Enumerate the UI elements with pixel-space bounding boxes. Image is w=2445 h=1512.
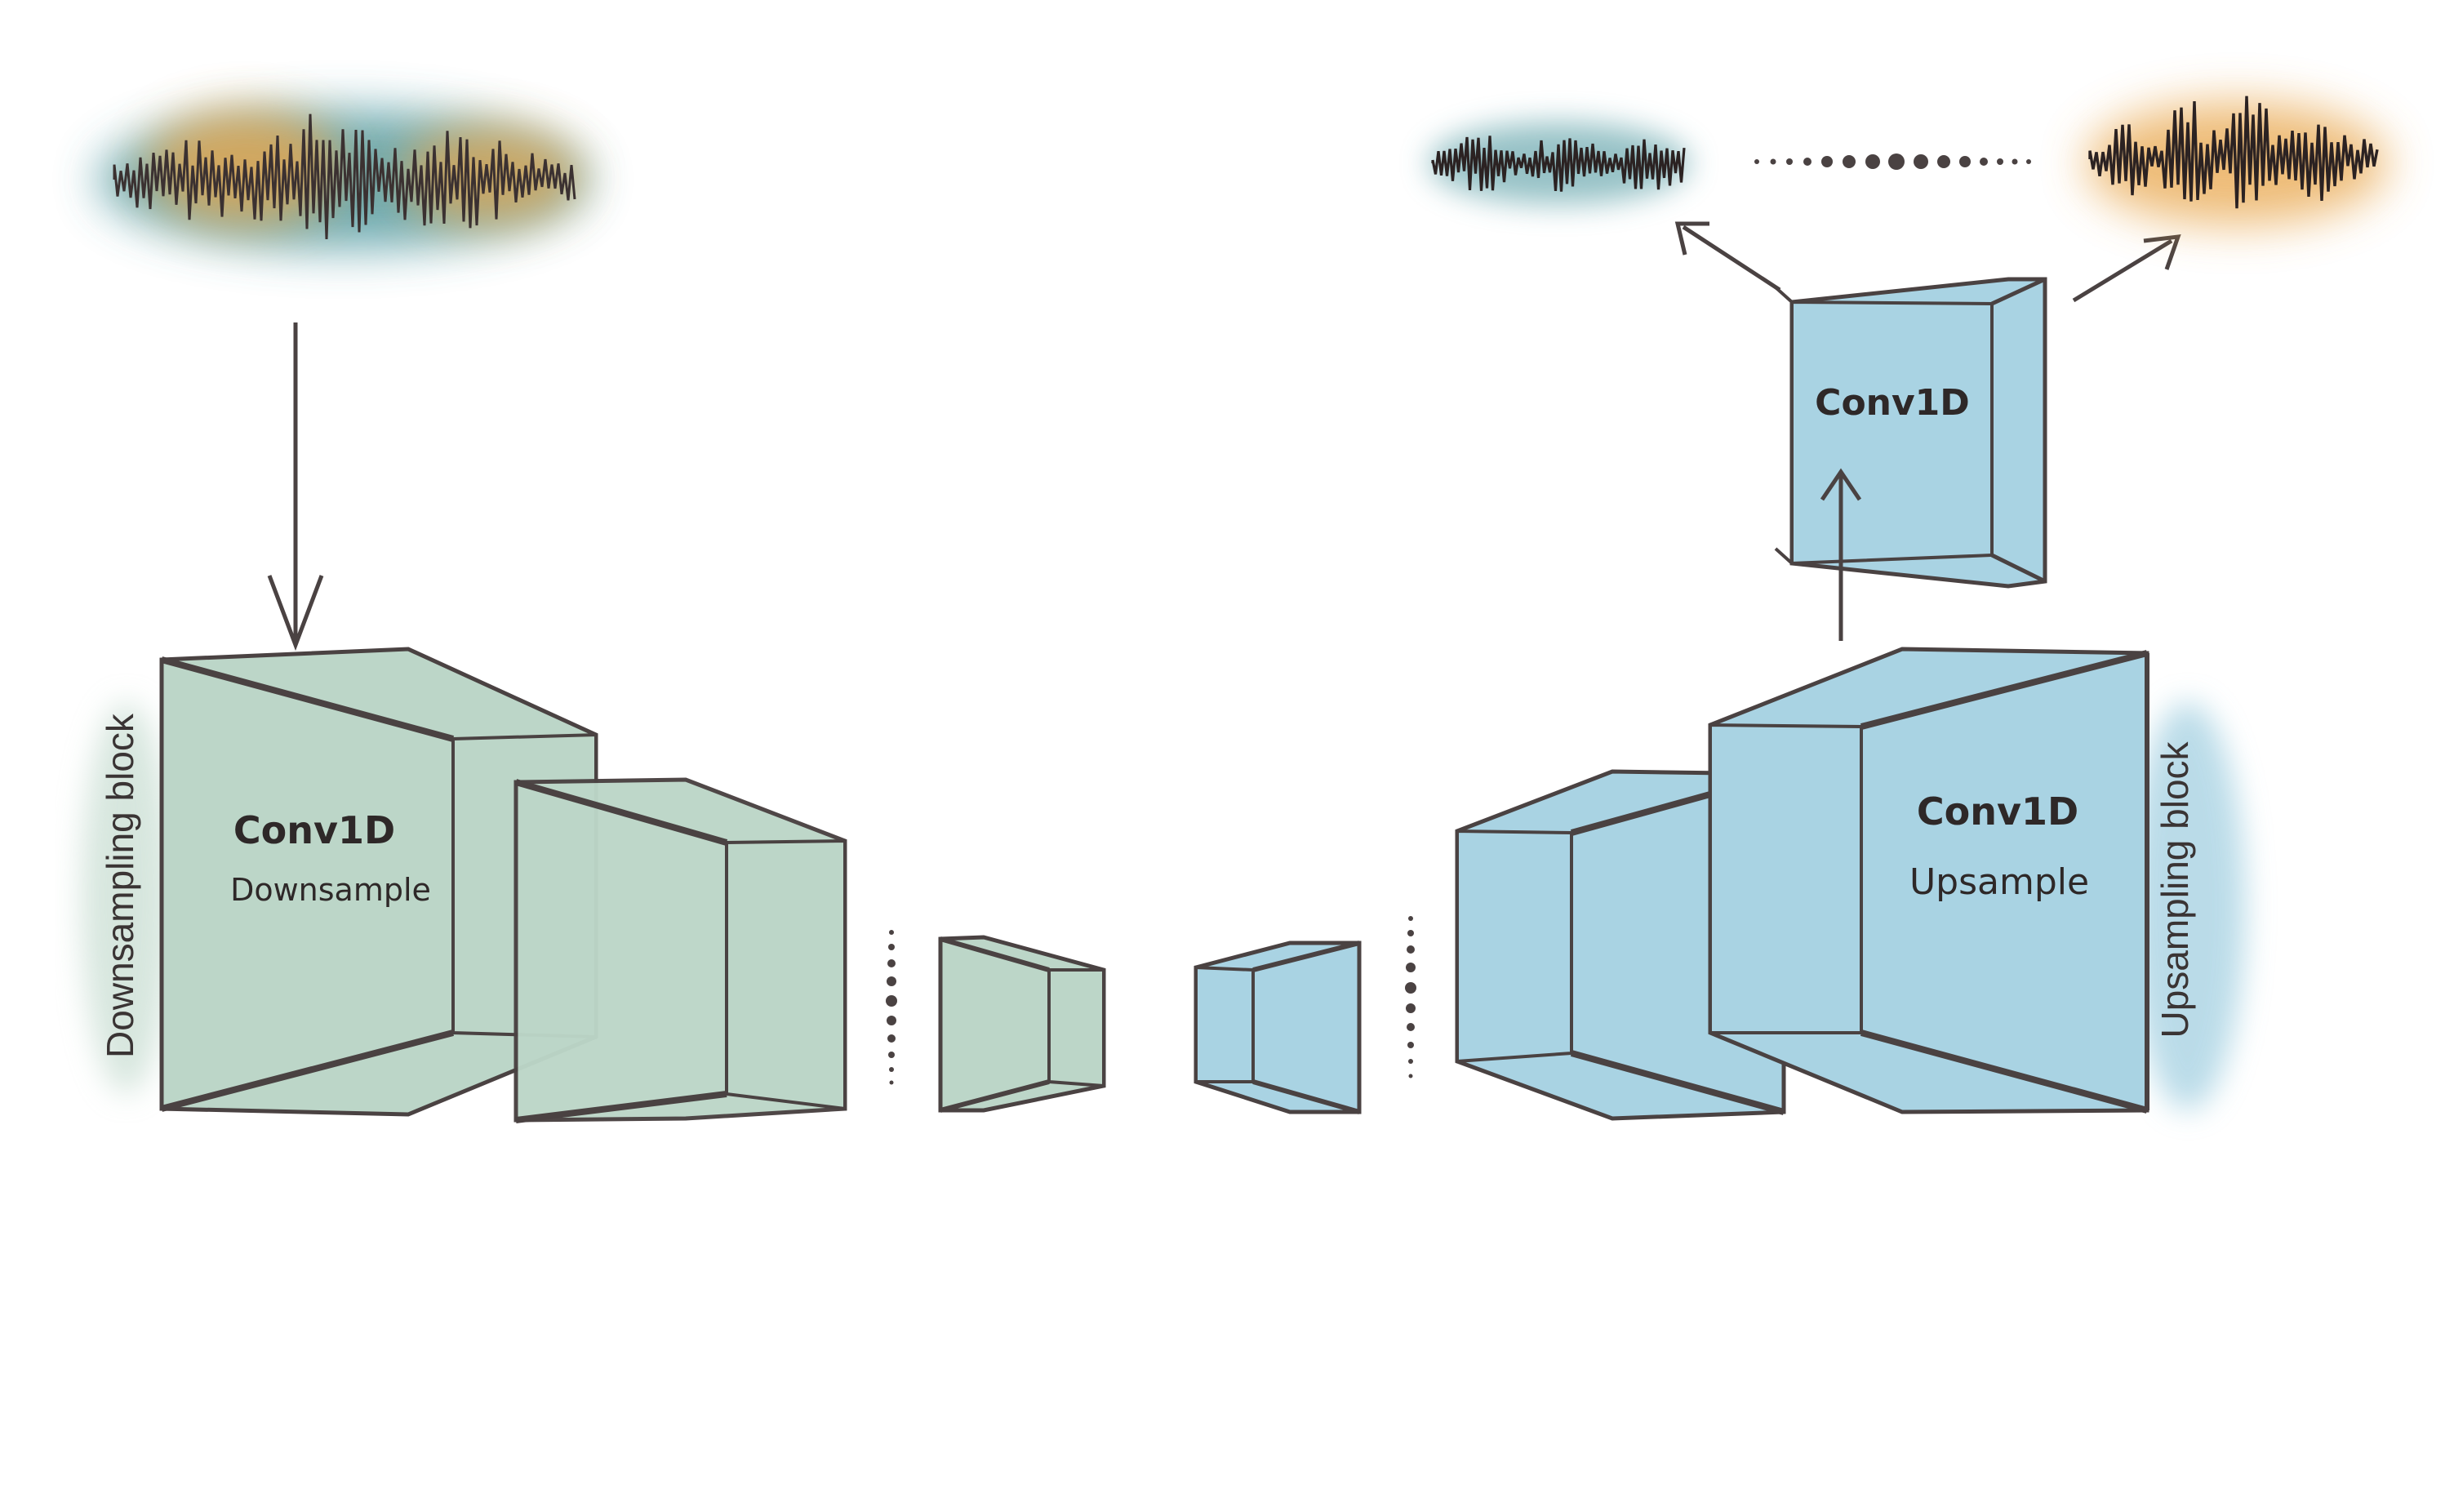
decoder-block-large bbox=[1708, 647, 2149, 1114]
output-arrow-right-head bbox=[2143, 234, 2181, 270]
encoder-block-subtitle: Downsample bbox=[230, 872, 431, 908]
output-arrow-right bbox=[2072, 238, 2173, 303]
output-continuation-dots bbox=[1754, 153, 2031, 170]
decoder-block-title: Conv1D bbox=[1917, 789, 2078, 834]
output-up-arrowhead bbox=[1820, 468, 1862, 501]
output-arrow-left bbox=[1682, 225, 1781, 292]
output-arrow-left-head bbox=[1674, 221, 1709, 256]
encoder-block-title: Conv1D bbox=[233, 808, 395, 852]
decoder-block-medium bbox=[1455, 769, 1786, 1121]
decoder-block-small bbox=[1194, 941, 1362, 1114]
teal-waveform-icon bbox=[1429, 122, 1690, 204]
encoder-block-medium bbox=[513, 777, 847, 1123]
input-arrowhead bbox=[267, 575, 324, 651]
encoder-block-small bbox=[938, 935, 1106, 1113]
mixed-waveform-icon bbox=[98, 110, 588, 249]
upsampling-side-label: Upsampling block bbox=[2154, 740, 2196, 1038]
output-conv1d-block bbox=[1774, 277, 2047, 589]
orange-waveform-icon bbox=[2086, 96, 2388, 225]
decoder-block-subtitle: Upsample bbox=[1909, 861, 2089, 903]
output-block-title: Conv1D bbox=[1815, 382, 1970, 424]
encoder-continuation-dots bbox=[886, 930, 897, 1085]
downsampling-side-label: Downsampling block bbox=[99, 713, 141, 1058]
decoder-continuation-dots bbox=[1405, 916, 1416, 1078]
